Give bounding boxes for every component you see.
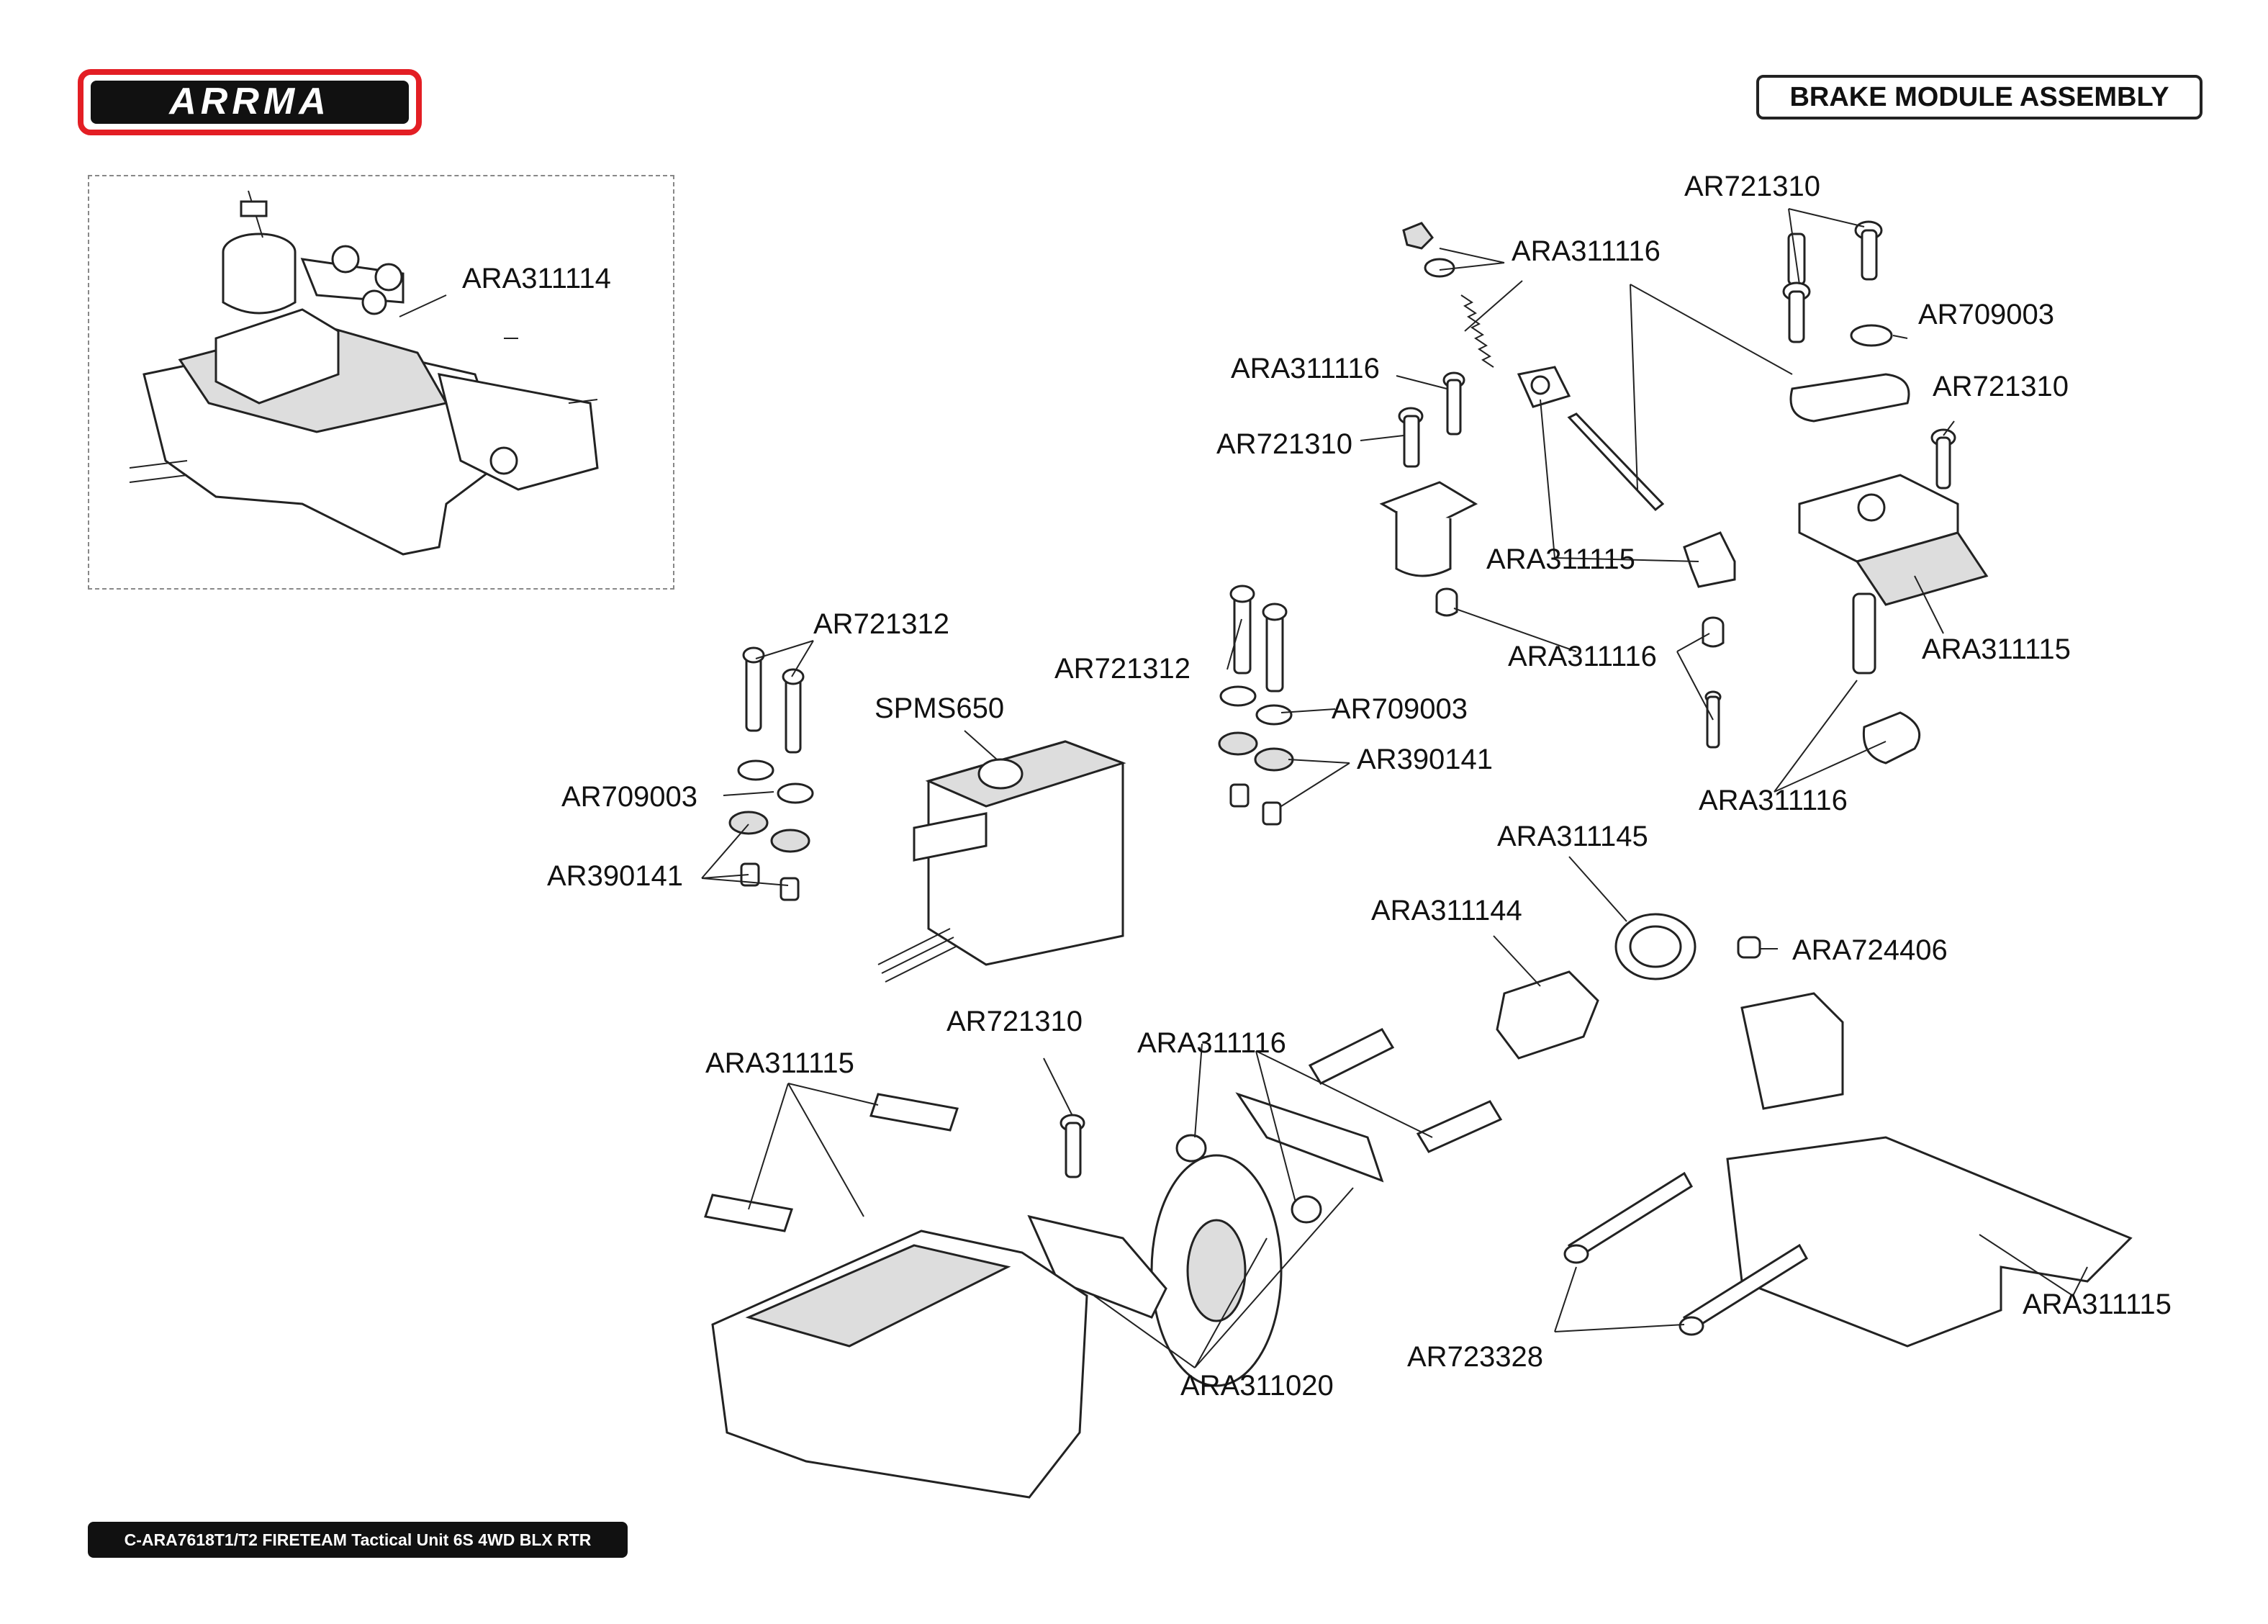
- label-ara311020: ARA311020: [1180, 1370, 1334, 1402]
- label-ara311115-mid: ARA311115: [1486, 543, 1635, 575]
- label-spms650: SPMS650: [875, 693, 1004, 724]
- leader-lines: [399, 208, 2088, 1368]
- label-ar723328: AR723328: [1407, 1341, 1543, 1373]
- page-title: BRAKE MODULE ASSEMBLY: [1756, 75, 2203, 119]
- label-ara311144: ARA311144: [1371, 895, 1522, 926]
- label-ar709003-top: AR709003: [1918, 299, 2054, 330]
- label-ara311116-mid: ARA311116: [1231, 353, 1380, 384]
- inset-assembly-drawing: [129, 190, 599, 556]
- label-ar721310-bottom: AR721310: [946, 1006, 1083, 1037]
- label-ar390141-left: AR390141: [547, 860, 683, 892]
- label-ar390141-center: AR390141: [1357, 744, 1493, 775]
- label-ar721310-right: AR721310: [1933, 371, 2069, 402]
- servo-and-mounts: [728, 585, 1294, 983]
- label-ara724406: ARA724406: [1792, 934, 1948, 966]
- label-ara311114: ARA311114: [462, 263, 611, 294]
- svg-text:ARRMA: ARRMA: [168, 81, 330, 122]
- label-ar721310-mid: AR721310: [1216, 428, 1352, 460]
- label-ar709003-center: AR709003: [1332, 693, 1468, 725]
- footer-model-label: C-ARA7618T1/T2 FIRETEAM Tactical Unit 6S…: [88, 1522, 628, 1558]
- arrma-logo: ARRMA: [78, 69, 422, 135]
- lower-parts: [704, 913, 2133, 1499]
- label-ara311115-bottom: ARA311115: [705, 1047, 854, 1079]
- top-right-parts: [1379, 220, 1989, 764]
- label-ara311115-lower-right: ARA311115: [2023, 1289, 2172, 1320]
- label-ar721312-left: AR721312: [813, 608, 949, 640]
- label-ar721310-top: AR721310: [1684, 171, 1820, 202]
- label-ara311115-right: ARA311115: [1922, 633, 2071, 665]
- label-ar721312-center: AR721312: [1054, 653, 1191, 685]
- inset-frame: [88, 175, 674, 590]
- label-ara311116-right: ARA311116: [1699, 785, 1848, 816]
- label-ara311116-center: ARA311116: [1508, 641, 1657, 672]
- label-ara311116-bottom: ARA311116: [1137, 1027, 1286, 1059]
- label-ar709003-left: AR709003: [561, 781, 697, 813]
- label-ara311116-top: ARA311116: [1512, 235, 1661, 267]
- part-labels: ARA311114 AR721310 ARA311116 AR709003 AR…: [462, 171, 2172, 1402]
- label-ara311145: ARA311145: [1497, 821, 1648, 852]
